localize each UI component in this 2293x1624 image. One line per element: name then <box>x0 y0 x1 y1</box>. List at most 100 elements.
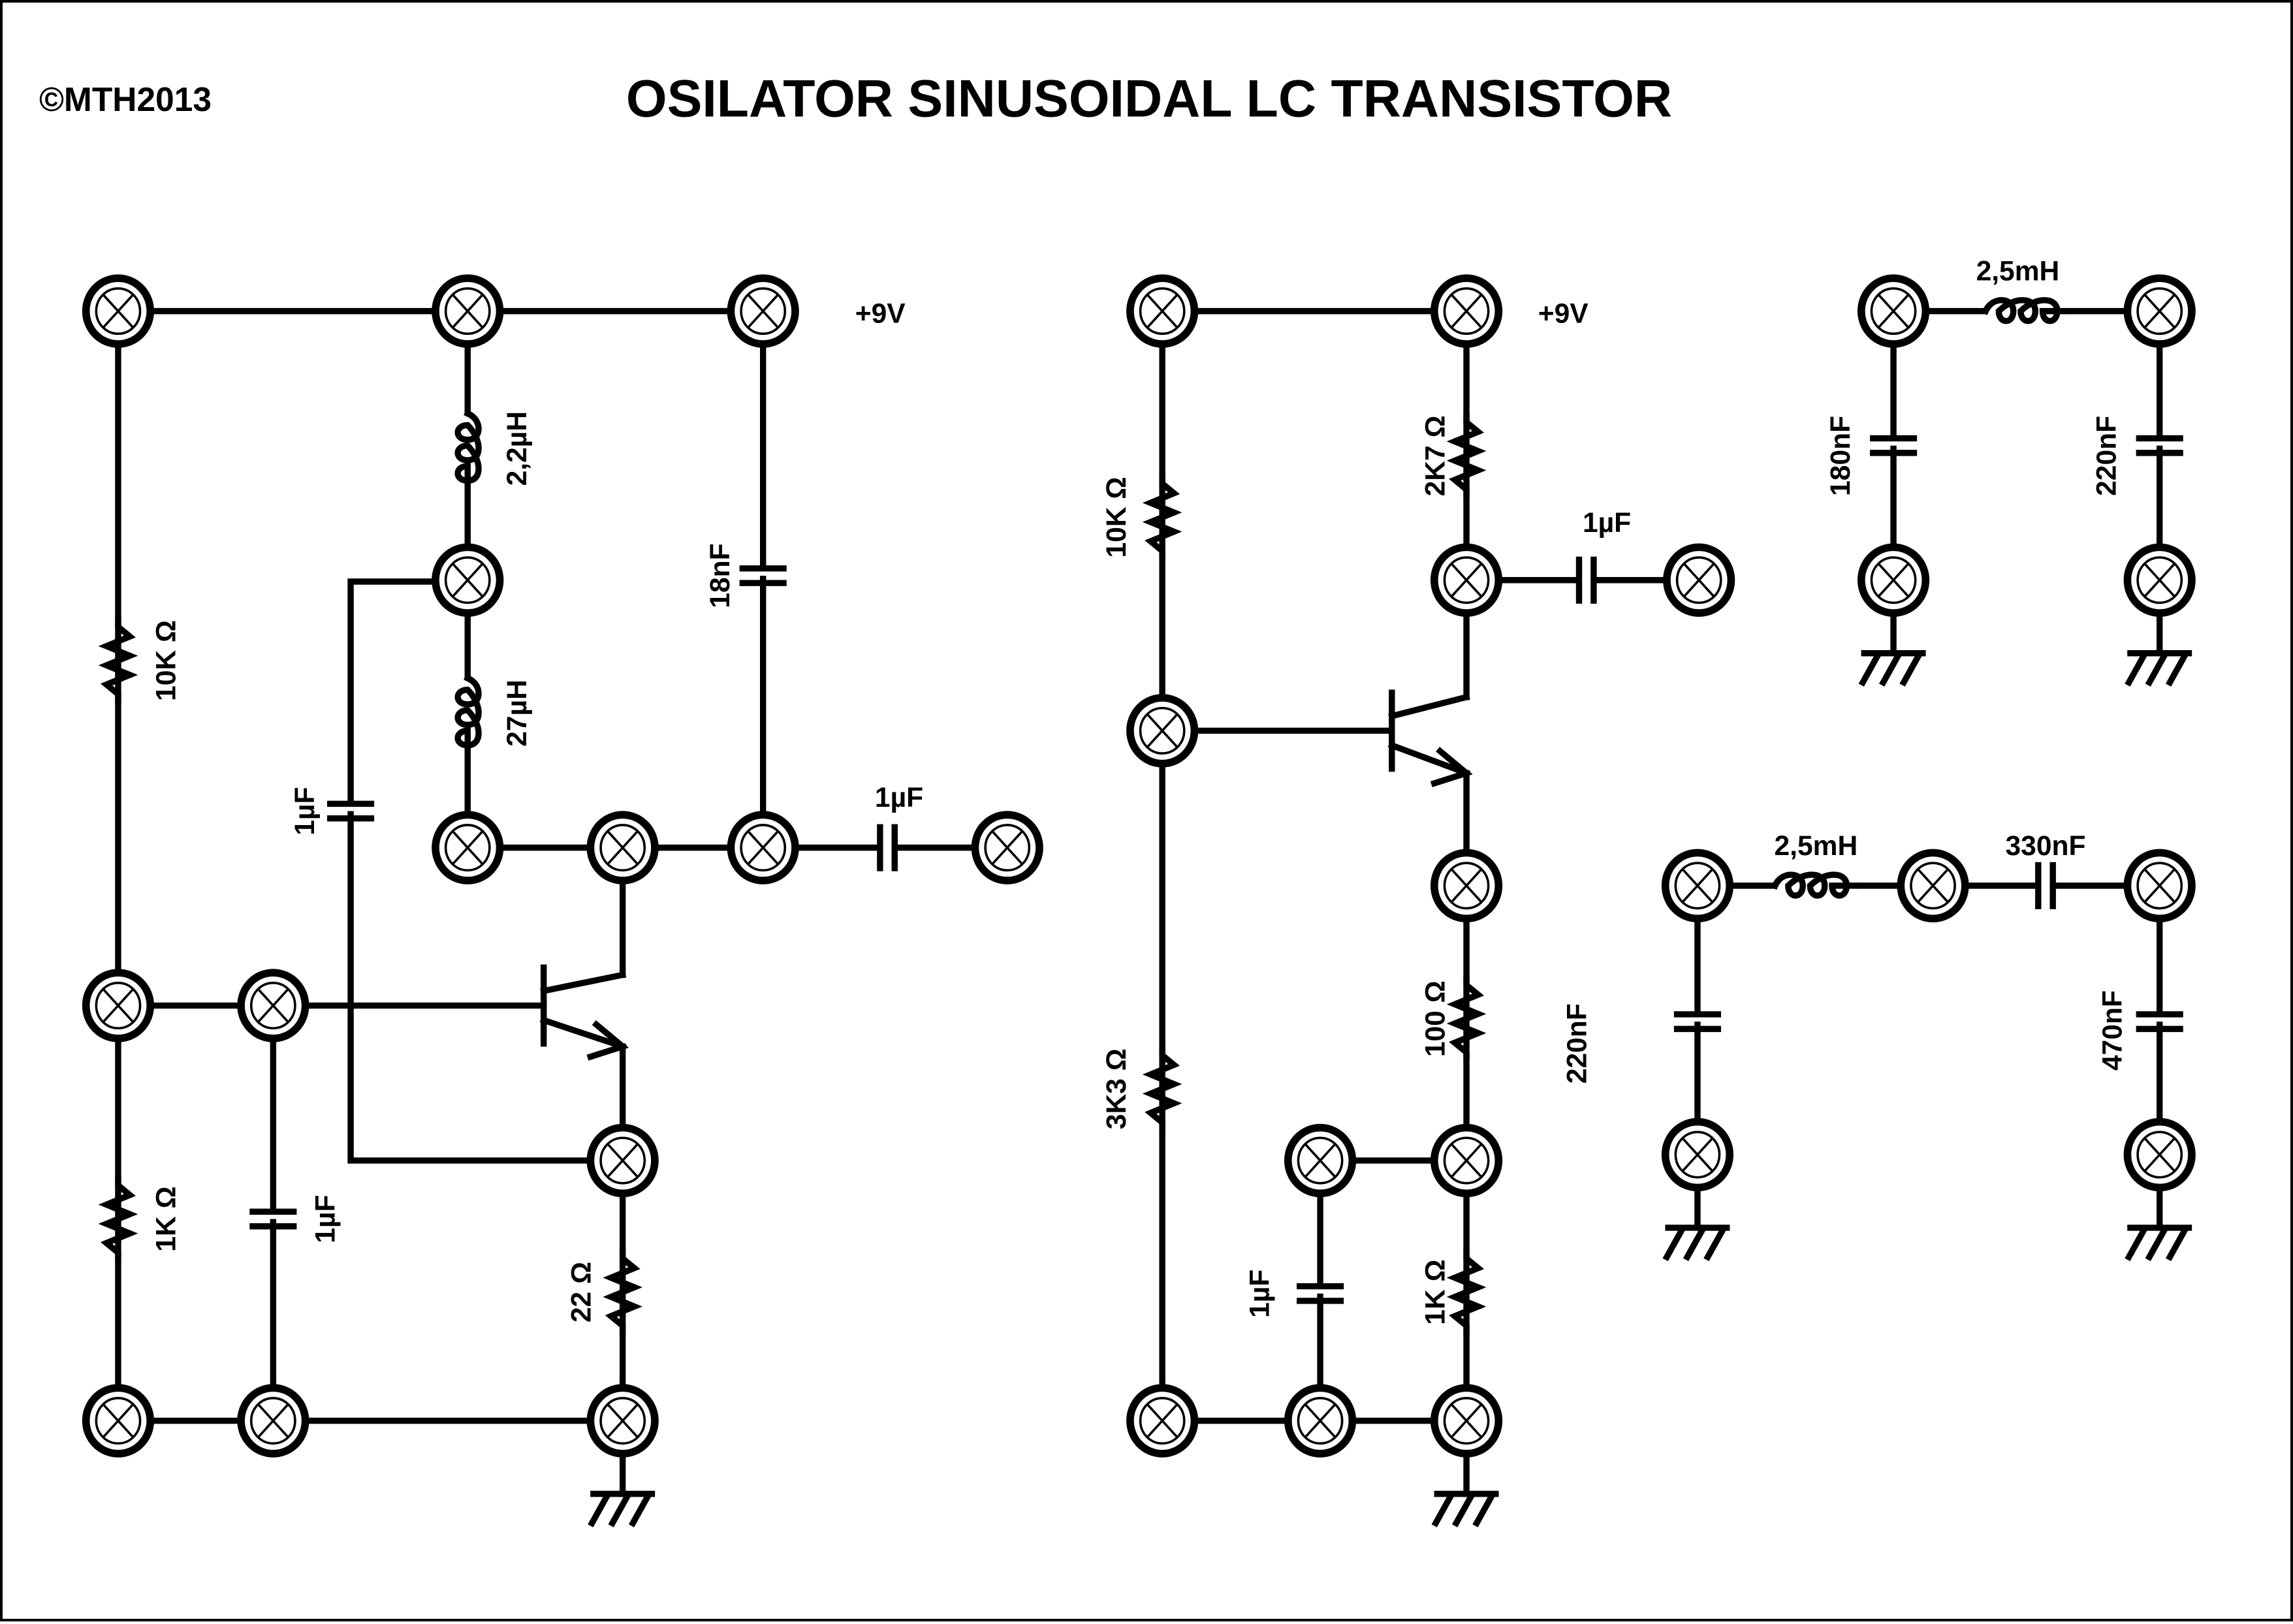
terminal-cross <box>1917 869 1949 903</box>
component-label: 2,5mH <box>1976 256 2060 287</box>
terminal-x-icon[interactable] <box>1661 849 1734 923</box>
npn-transistor-icon <box>1387 689 1473 787</box>
terminal-cross <box>607 1403 639 1438</box>
terminal-x-icon[interactable] <box>237 969 309 1042</box>
terminal-cross <box>2143 1138 2175 1172</box>
terminal-x-icon[interactable] <box>1430 1123 1503 1198</box>
gnd-hatch <box>1703 1226 1727 1262</box>
terminals-layer <box>82 274 2196 1458</box>
terminal-x-icon[interactable] <box>1284 1384 1357 1458</box>
resistor-icon <box>603 1249 642 1335</box>
gnd-hatch <box>1431 1492 1455 1527</box>
terminal-x-icon[interactable] <box>727 274 799 348</box>
component-label: 2,2µH <box>501 411 533 486</box>
terminal-cross <box>1451 294 1482 328</box>
terminal-x-icon[interactable] <box>1284 1123 1357 1198</box>
terminal-cross <box>1305 1403 1336 1438</box>
terminal-cross <box>1146 713 1178 748</box>
terminal-cross <box>1451 1144 1482 1178</box>
gnd-hatch <box>1899 651 1923 687</box>
capacitor-icon <box>2136 1011 2183 1033</box>
component-label: 27µH <box>501 679 533 747</box>
terminal-x-icon[interactable] <box>1126 694 1199 768</box>
terminal-x-icon[interactable] <box>2123 274 2196 348</box>
component-label: 2,5mH <box>1774 830 1858 862</box>
terminal-cross <box>1305 1144 1336 1178</box>
component-label: 1K Ω <box>150 1186 182 1251</box>
capacitor-icon <box>1575 556 1597 604</box>
terminal-x-icon[interactable] <box>1430 543 1503 617</box>
terminal-x-icon[interactable] <box>1661 1117 1734 1192</box>
terminal-x-icon[interactable] <box>1857 543 1930 617</box>
capacitor-icon <box>2136 435 2183 456</box>
gnd-hatch <box>1878 651 1903 687</box>
terminal-x-icon[interactable] <box>586 811 659 884</box>
terminal-cross <box>1682 1138 1713 1172</box>
terminal-x-icon[interactable] <box>1430 1384 1503 1458</box>
inductor-icon <box>1771 871 1860 901</box>
terminal-x-icon[interactable] <box>237 1384 309 1458</box>
terminal-cross <box>452 294 483 328</box>
terminal-x-icon[interactable] <box>2123 1117 2196 1192</box>
ground-icon <box>2125 1183 2192 1262</box>
emitter-arrow <box>1430 747 1473 787</box>
component-label: 10K Ω <box>1101 476 1132 557</box>
capacitor-icon <box>2035 862 2056 909</box>
collector-lead <box>1388 693 1470 720</box>
resistor-icon <box>1446 1249 1487 1335</box>
ground-icon <box>2125 609 2192 687</box>
copyright-text: ©MTH2013 <box>39 80 212 118</box>
terminal-x-icon[interactable] <box>432 274 504 348</box>
terminal-cross <box>452 830 483 865</box>
emitter-lead <box>539 1016 627 1051</box>
gnd-hatch <box>2125 651 2148 687</box>
terminal-cross <box>1451 563 1482 597</box>
terminal-x-icon[interactable] <box>432 811 504 884</box>
component-label: 1µF <box>289 787 321 835</box>
terminal-x-icon[interactable] <box>1897 849 1969 923</box>
component-label: 220nF <box>1562 1003 1593 1084</box>
terminal-x-icon[interactable] <box>82 274 155 348</box>
terminal-cross <box>257 988 289 1023</box>
gnd-hatch <box>2165 651 2189 687</box>
terminal-x-icon[interactable] <box>2123 849 2196 923</box>
terminal-x-icon[interactable] <box>1663 543 1735 617</box>
terminal-x-icon[interactable] <box>1126 1384 1199 1458</box>
terminal-x-icon[interactable] <box>1126 274 1199 348</box>
terminal-cross <box>747 294 779 328</box>
capacitor-icon <box>877 824 898 871</box>
terminal-x-icon[interactable] <box>82 1384 155 1458</box>
terminal-x-icon[interactable] <box>1857 274 1930 348</box>
gnd-hatch <box>2165 1226 2189 1262</box>
terminal-cross <box>103 1403 134 1438</box>
terminal-cross <box>1683 563 1715 597</box>
cap-gap <box>1579 559 1594 601</box>
capacitor-icon <box>1673 1011 1721 1033</box>
terminal-x-icon[interactable] <box>82 969 155 1042</box>
gnd-hatch <box>2145 651 2168 687</box>
component-label: 330nF <box>2006 830 2086 862</box>
component-label: 22 Ω <box>565 1262 597 1322</box>
component-label: 3K3 Ω <box>1101 1048 1132 1129</box>
terminal-x-icon[interactable] <box>971 811 1043 884</box>
inductor-icon <box>452 674 482 752</box>
gnd-hatch <box>1472 1492 1496 1527</box>
wire <box>347 578 626 1164</box>
terminal-x-icon[interactable] <box>586 1384 659 1458</box>
terminal-x-icon[interactable] <box>2123 543 2196 617</box>
terminal-x-icon[interactable] <box>1430 274 1503 348</box>
component-label: 1µF <box>1244 1270 1276 1318</box>
component-label: 180nF <box>1825 416 1856 496</box>
terminal-x-icon[interactable] <box>727 811 799 884</box>
terminal-cross <box>2143 563 2175 597</box>
terminal-x-icon[interactable] <box>432 543 504 617</box>
capacitor-icon <box>249 1208 297 1230</box>
terminal-x-icon[interactable] <box>586 1123 659 1198</box>
component-label: 100 Ω <box>1419 980 1451 1057</box>
terminal-x-icon[interactable] <box>1430 849 1503 923</box>
terminal-cross <box>1451 1403 1482 1438</box>
terminal-cross <box>607 830 639 865</box>
terminal-cross <box>607 1144 639 1178</box>
capacitor-icon <box>327 800 375 822</box>
